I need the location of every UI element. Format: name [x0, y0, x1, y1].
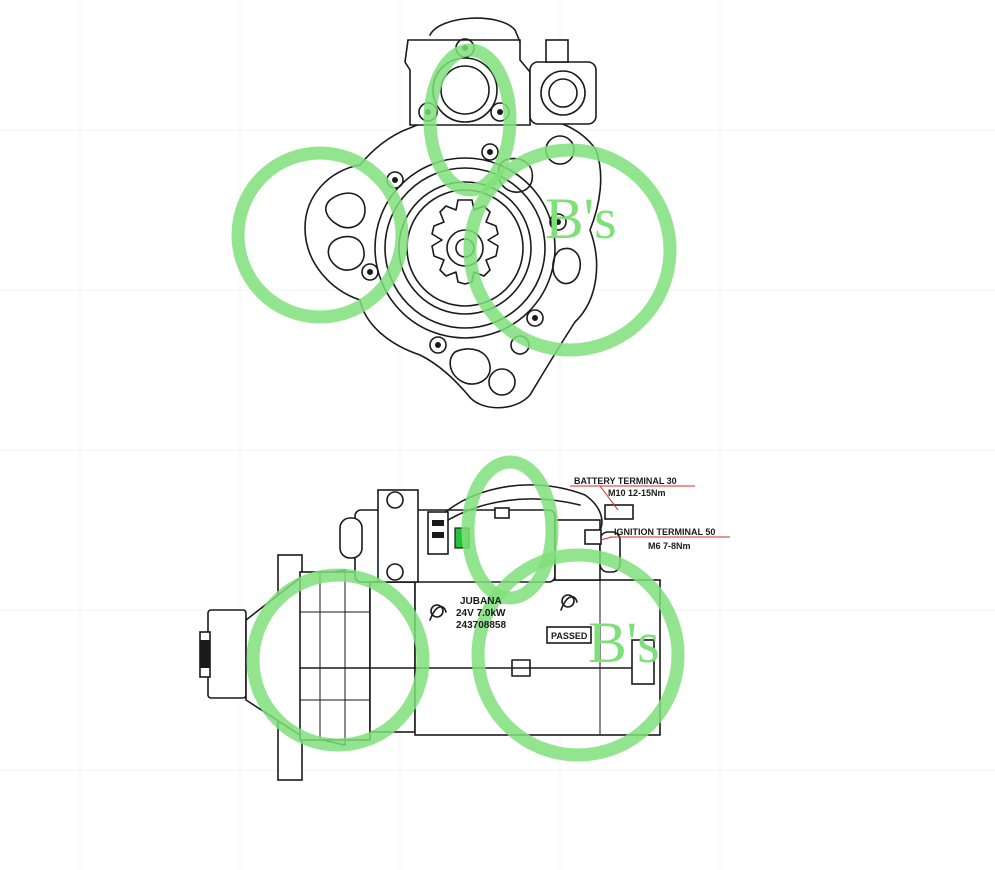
flange-hole [488, 368, 516, 396]
terminal-callouts: BATTERY TERMINAL 30 M10 12-15Nm IGNITION… [570, 476, 730, 551]
ignition-terminal-post [584, 529, 602, 545]
nose-cap-band [200, 640, 210, 668]
watermark-text-top: B's [545, 186, 617, 251]
battery-terminal-spec: M10 12-15Nm [608, 488, 666, 498]
solenoid-cable [429, 17, 521, 43]
ignition-terminal-label: IGNITION TERMINAL 50 [614, 527, 715, 537]
passed-badge-text: PASSED [551, 631, 588, 641]
watermark-text-bottom: B's [588, 610, 660, 675]
brand-logo [560, 594, 578, 611]
motor-body [414, 579, 661, 736]
solenoid-side-bolt [386, 563, 404, 581]
flange-cutout [449, 348, 491, 385]
housing-ring-outer [374, 157, 556, 339]
battery-terminal-label: BATTERY TERMINAL 30 [574, 476, 677, 486]
nameplate-rating: 24V 7.0kW [456, 608, 506, 619]
body-bracket [631, 639, 655, 685]
solenoid-core [440, 65, 490, 115]
wiring-harness [439, 498, 581, 526]
watermark-logo-bottom: B's [246, 455, 685, 762]
flange-cutout [325, 192, 366, 229]
terminal-cap-ring [548, 78, 578, 108]
drive-end-ribs [299, 571, 371, 741]
side-view-drawing [199, 484, 661, 781]
passed-badge [546, 626, 592, 644]
nameplate-brand: JUBANA [460, 596, 502, 607]
flange-cutout [327, 235, 365, 271]
solenoid-side-bolt [386, 491, 404, 509]
watermark-logo-top: B's [231, 43, 677, 357]
terminal-post [545, 39, 569, 63]
solenoid-mount [377, 489, 419, 583]
nameplate-part-number: 243708858 [456, 620, 506, 631]
solenoid-end [339, 517, 363, 559]
brand-logo [429, 604, 447, 621]
terminal-cap-ring [540, 70, 586, 116]
ignition-terminal-spec: M6 7-8Nm [648, 541, 691, 551]
nameplate: JUBANA 24V 7.0kW 243708858 PASSED [456, 596, 588, 641]
body-latch [511, 659, 531, 677]
wiring-harness [429, 484, 603, 531]
battery-terminal-post [604, 504, 634, 520]
pinion-gear [431, 199, 499, 285]
nose-housing [207, 609, 247, 699]
housing-bolts [361, 143, 567, 354]
housing-ring [384, 167, 546, 329]
wire-clip [494, 507, 510, 519]
